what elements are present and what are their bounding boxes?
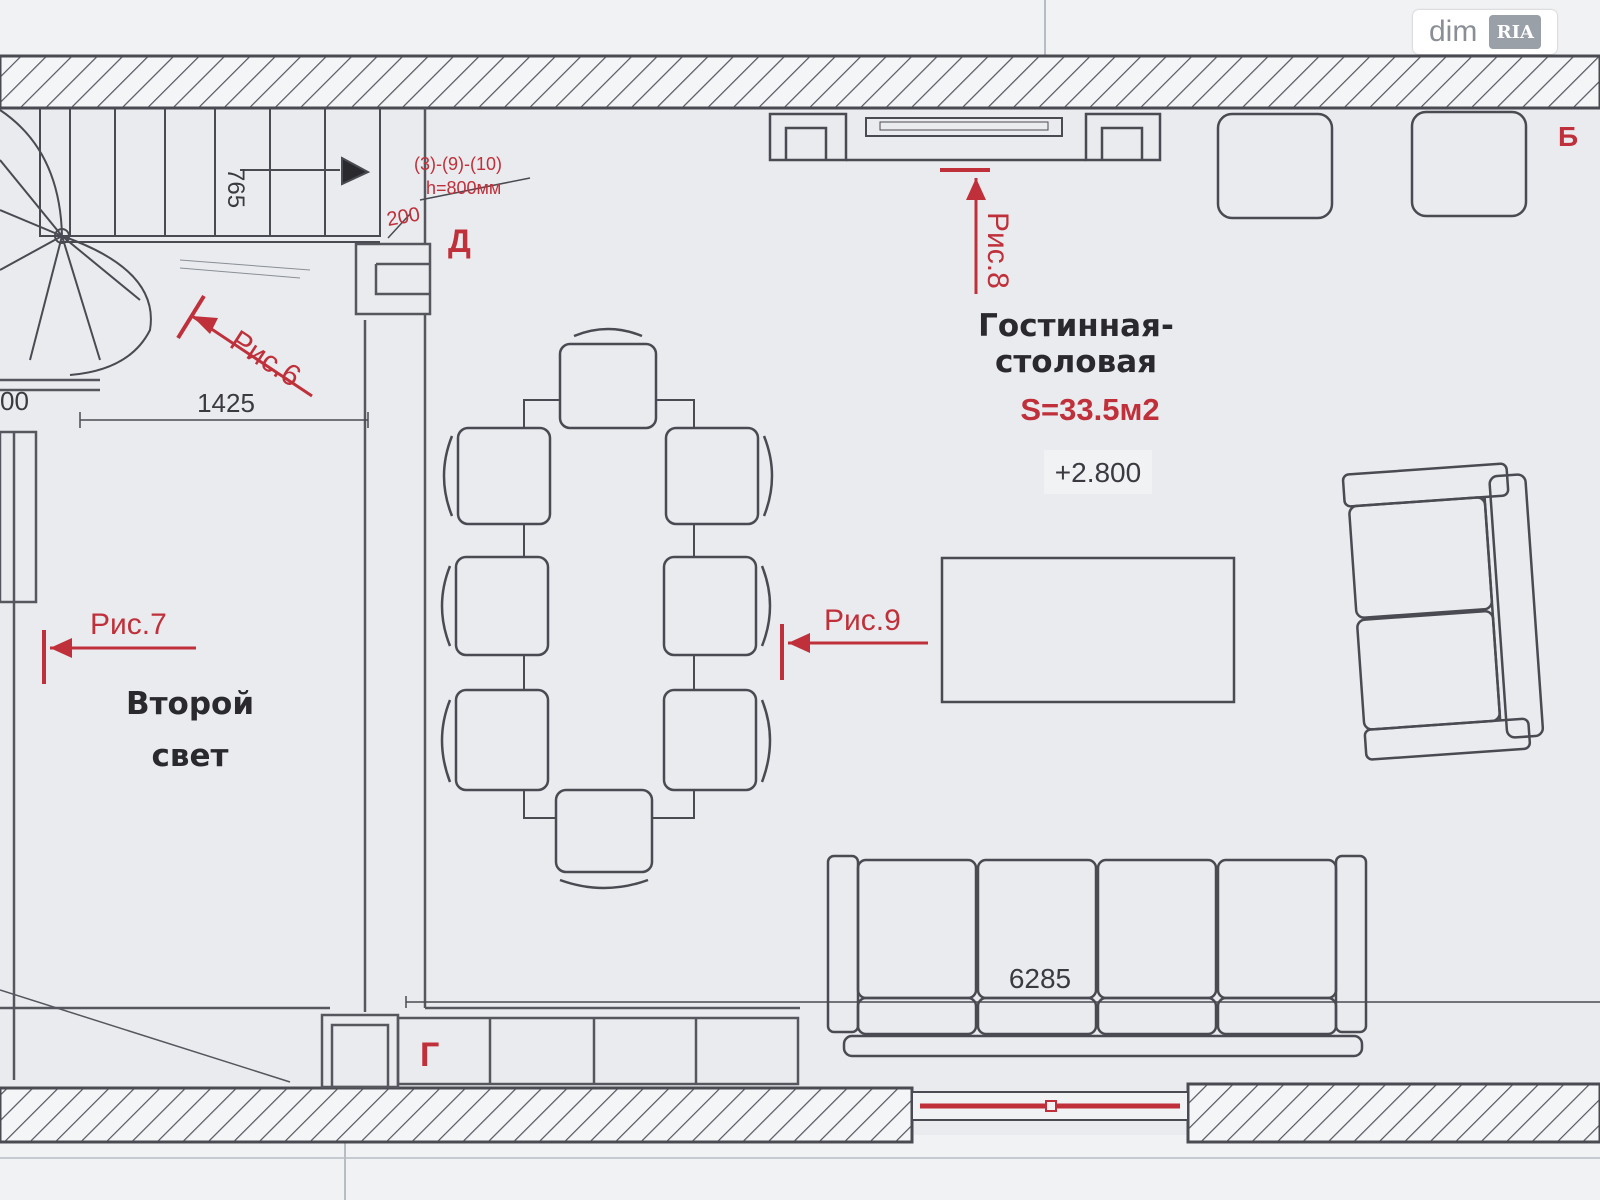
axis-g: Г bbox=[420, 1036, 439, 1074]
fig8-label: Рис.8 bbox=[981, 212, 1014, 289]
fig9-label: Рис.9 bbox=[824, 604, 901, 637]
dimensions bbox=[79, 177, 1600, 1008]
ria-logo-icon: RIA bbox=[1489, 15, 1542, 49]
coffee-table bbox=[940, 556, 1236, 704]
room-area: S=33.5м2 bbox=[1020, 392, 1159, 427]
partitions bbox=[0, 108, 800, 1089]
sofa-right bbox=[1341, 462, 1545, 761]
walls bbox=[0, 54, 1600, 1144]
axis-d: Д bbox=[448, 223, 471, 259]
watermark[interactable]: dim RIA bbox=[1413, 10, 1557, 54]
dimension-1425: 1425 bbox=[197, 388, 255, 418]
fig7-label: Рис.7 bbox=[90, 608, 167, 641]
stair-note-line2: h=800мм bbox=[426, 178, 501, 198]
dimension-partial: 00 bbox=[0, 386, 29, 416]
dimension-6285: 6285 bbox=[1009, 963, 1071, 994]
view-markers bbox=[42, 168, 990, 684]
watermark-text: dim bbox=[1429, 15, 1478, 48]
armchair-right bbox=[1410, 110, 1528, 218]
sofa-bottom bbox=[826, 854, 1368, 1058]
armchair-left bbox=[1216, 112, 1334, 220]
second-light-line2: свет bbox=[152, 738, 229, 774]
second-light-line1: Второй bbox=[126, 686, 254, 722]
axis-b: Б bbox=[1558, 121, 1578, 152]
dimension-765: 765 bbox=[222, 168, 249, 208]
fireplace bbox=[768, 112, 1162, 162]
room-name-line2: столовая bbox=[995, 344, 1157, 380]
stair-note-line1: (3)-(9)-(10) bbox=[414, 154, 502, 174]
level-mark-box bbox=[1044, 450, 1152, 494]
stairs bbox=[0, 107, 381, 376]
room-name-line1: Гостинная- bbox=[978, 308, 1174, 344]
level-mark: +2.800 bbox=[1055, 457, 1141, 488]
dining-set bbox=[440, 327, 774, 890]
